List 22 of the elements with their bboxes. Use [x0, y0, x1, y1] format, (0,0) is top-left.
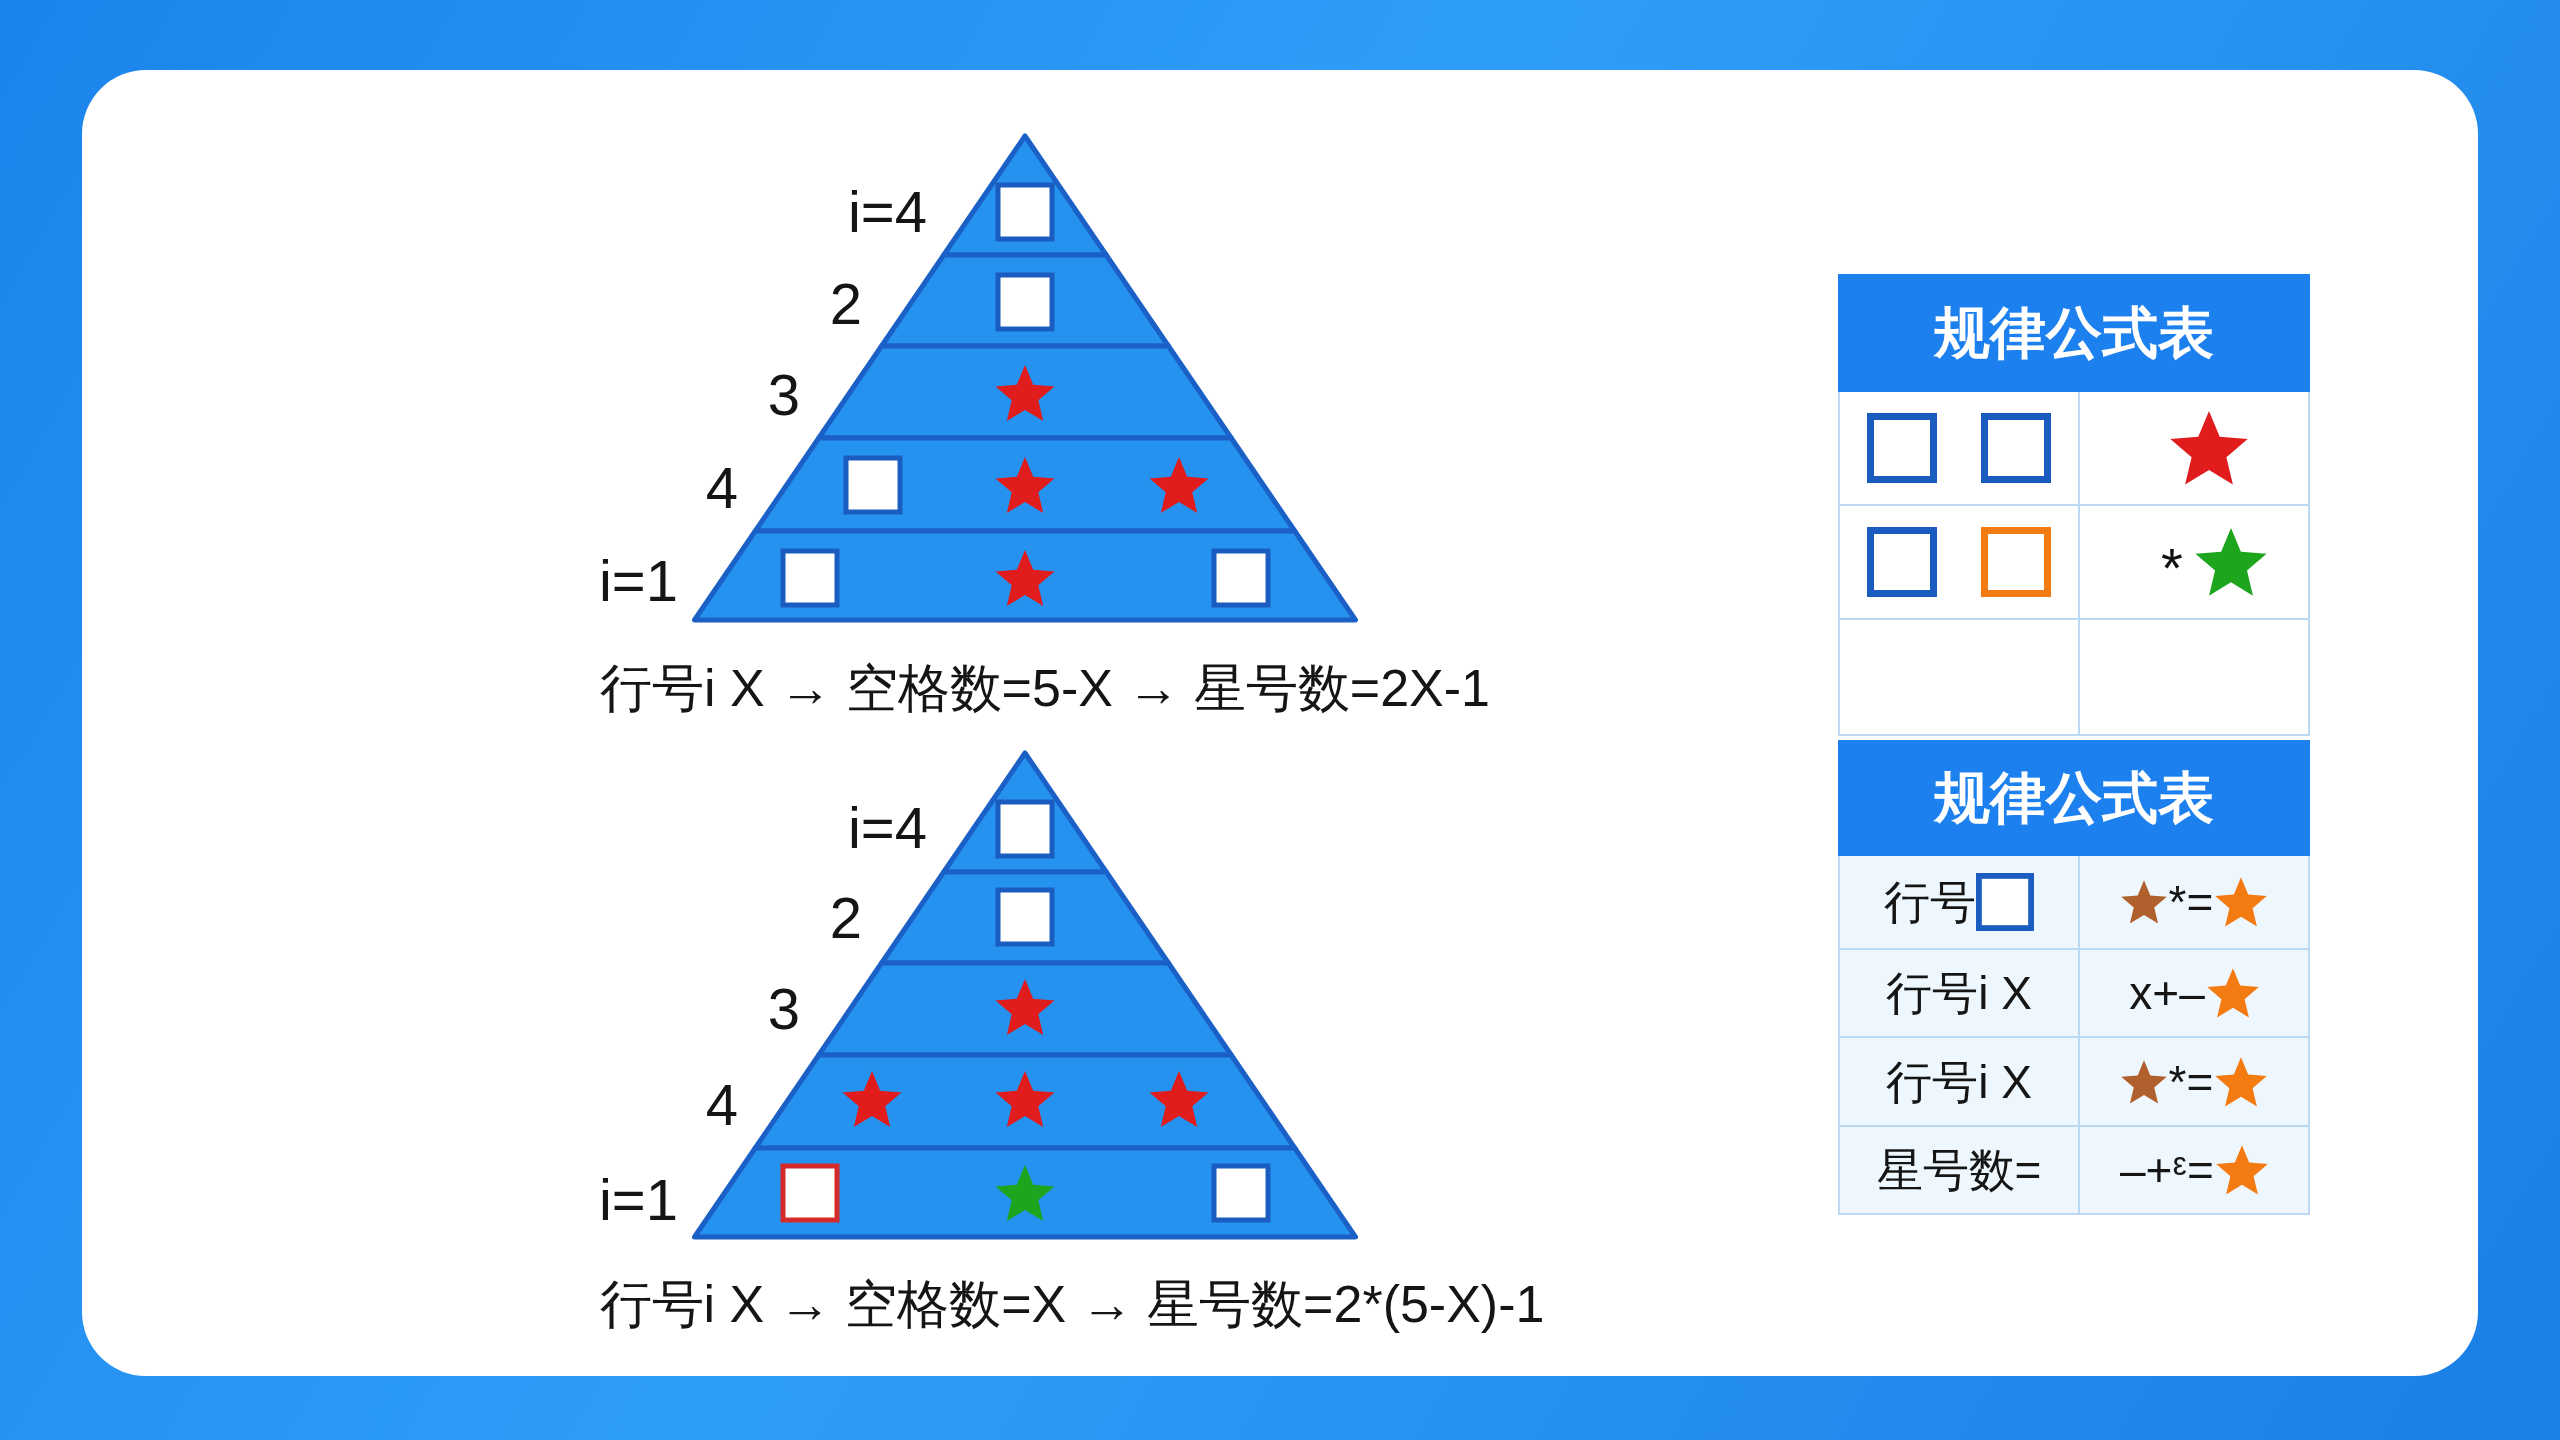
row-label: 4: [705, 459, 738, 517]
cell-text: –+ᵋ=: [2120, 1147, 2214, 1193]
row-label: 4: [705, 1076, 738, 1134]
cell-text: *=: [2168, 1058, 2214, 1105]
cell-text: x+–: [2129, 970, 2205, 1016]
cell-text: 行号i X: [1886, 1058, 2032, 1105]
cell-text: 行号i X: [1886, 970, 2032, 1016]
cell-text: *=: [2168, 879, 2214, 925]
formula-text: 行号i X → 空格数=5-X → 星号数=2X-1: [600, 662, 1490, 714]
table-header: 规律公式表: [1838, 740, 2310, 856]
cell-text: 行号: [1884, 879, 1976, 925]
row-label: i=1: [599, 552, 678, 610]
row-label: i=4: [848, 799, 927, 857]
row-label: i=4: [848, 183, 927, 241]
asterisk-text: *: [2161, 540, 2183, 596]
row-label: 3: [767, 980, 800, 1038]
row-label: i=1: [599, 1171, 678, 1229]
row-label: 2: [829, 889, 862, 947]
row-label: 2: [829, 275, 862, 333]
row-label: 3: [767, 366, 800, 424]
table-header: 规律公式表: [1838, 274, 2310, 392]
cell-text: 星号数=: [1876, 1147, 2042, 1193]
